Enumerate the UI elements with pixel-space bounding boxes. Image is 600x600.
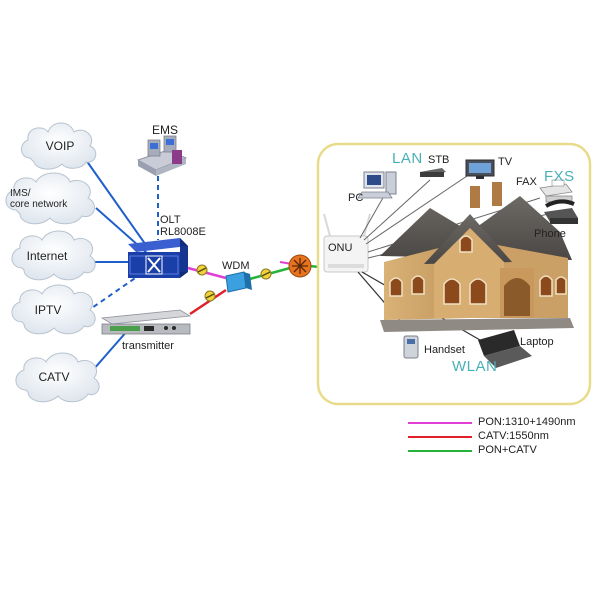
- legend-item-pon-catv: PON+CATV: [408, 444, 598, 458]
- stb-icon: [420, 168, 446, 177]
- legend-swatch-catv: [408, 436, 472, 438]
- ims-cloud: [5, 172, 96, 225]
- onu-label: ONU: [328, 242, 353, 254]
- olt-device-icon: [128, 238, 188, 278]
- voip-label: VOIP: [45, 139, 75, 153]
- legend-label-pon-catv: PON+CATV: [478, 444, 537, 456]
- splitter-icon: [288, 254, 312, 278]
- ems-label: EMS: [152, 123, 179, 137]
- laptop-label: Laptop: [520, 336, 554, 348]
- fiber-connector-icon: [204, 290, 216, 302]
- transmitter-label: transmitter: [122, 340, 174, 352]
- voip-cloud: [21, 122, 97, 170]
- legend-swatch-pon: [408, 422, 472, 424]
- wdm-device-icon: [225, 271, 252, 293]
- fiber-connector-icon: [260, 268, 272, 280]
- phone-label: Phone: [534, 228, 566, 240]
- stb-label: STB: [428, 154, 450, 166]
- internet-cloud: [11, 230, 96, 281]
- tv-icon: [465, 159, 495, 179]
- legend-label-catv: CATV:1550nm: [478, 430, 549, 442]
- iptv-cloud: [11, 284, 96, 335]
- fax-icon: [539, 179, 573, 203]
- handset-label: Handset: [424, 344, 465, 356]
- catv-cloud: [15, 352, 100, 403]
- legend-item-pon: PON:1310+1490nm: [408, 416, 598, 430]
- lan-label: LAN: [392, 150, 423, 167]
- legend-swatch-pon-catv: [408, 450, 472, 452]
- internet-label: Internet: [26, 249, 68, 263]
- fxs-label: FXS: [544, 168, 575, 185]
- phone-icon: [544, 199, 578, 224]
- voip-link: [85, 159, 149, 249]
- ems-server-icon: [136, 135, 188, 176]
- laptop-icon: [478, 330, 532, 368]
- wlan-label: WLAN: [452, 358, 498, 375]
- handset-icon: [403, 335, 419, 359]
- ims-label: IMS/ core network: [10, 188, 68, 210]
- legend-item-catv: CATV:1550nm: [408, 430, 598, 444]
- fiber-connector-icon: [196, 264, 208, 276]
- olt-label: OLT RL8008E: [160, 214, 206, 239]
- catv-fiber-tx-wdm: [189, 288, 227, 316]
- onu-device-icon: [323, 213, 371, 273]
- tv-label: TV: [498, 156, 513, 168]
- catv-label: CATV: [38, 370, 70, 384]
- house-illustration: [380, 182, 574, 332]
- fax-label: FAX: [516, 176, 537, 188]
- wdm-label: WDM: [222, 260, 250, 272]
- pc-icon: [357, 171, 397, 199]
- pc-label: PC: [348, 192, 364, 204]
- transmitter-icon: [100, 309, 192, 335]
- iptv-label: IPTV: [34, 303, 62, 317]
- pon-fiber-olt-wdm: [187, 266, 227, 280]
- iptv-link: [85, 271, 145, 313]
- legend-label-pon: PON:1310+1490nm: [478, 416, 576, 428]
